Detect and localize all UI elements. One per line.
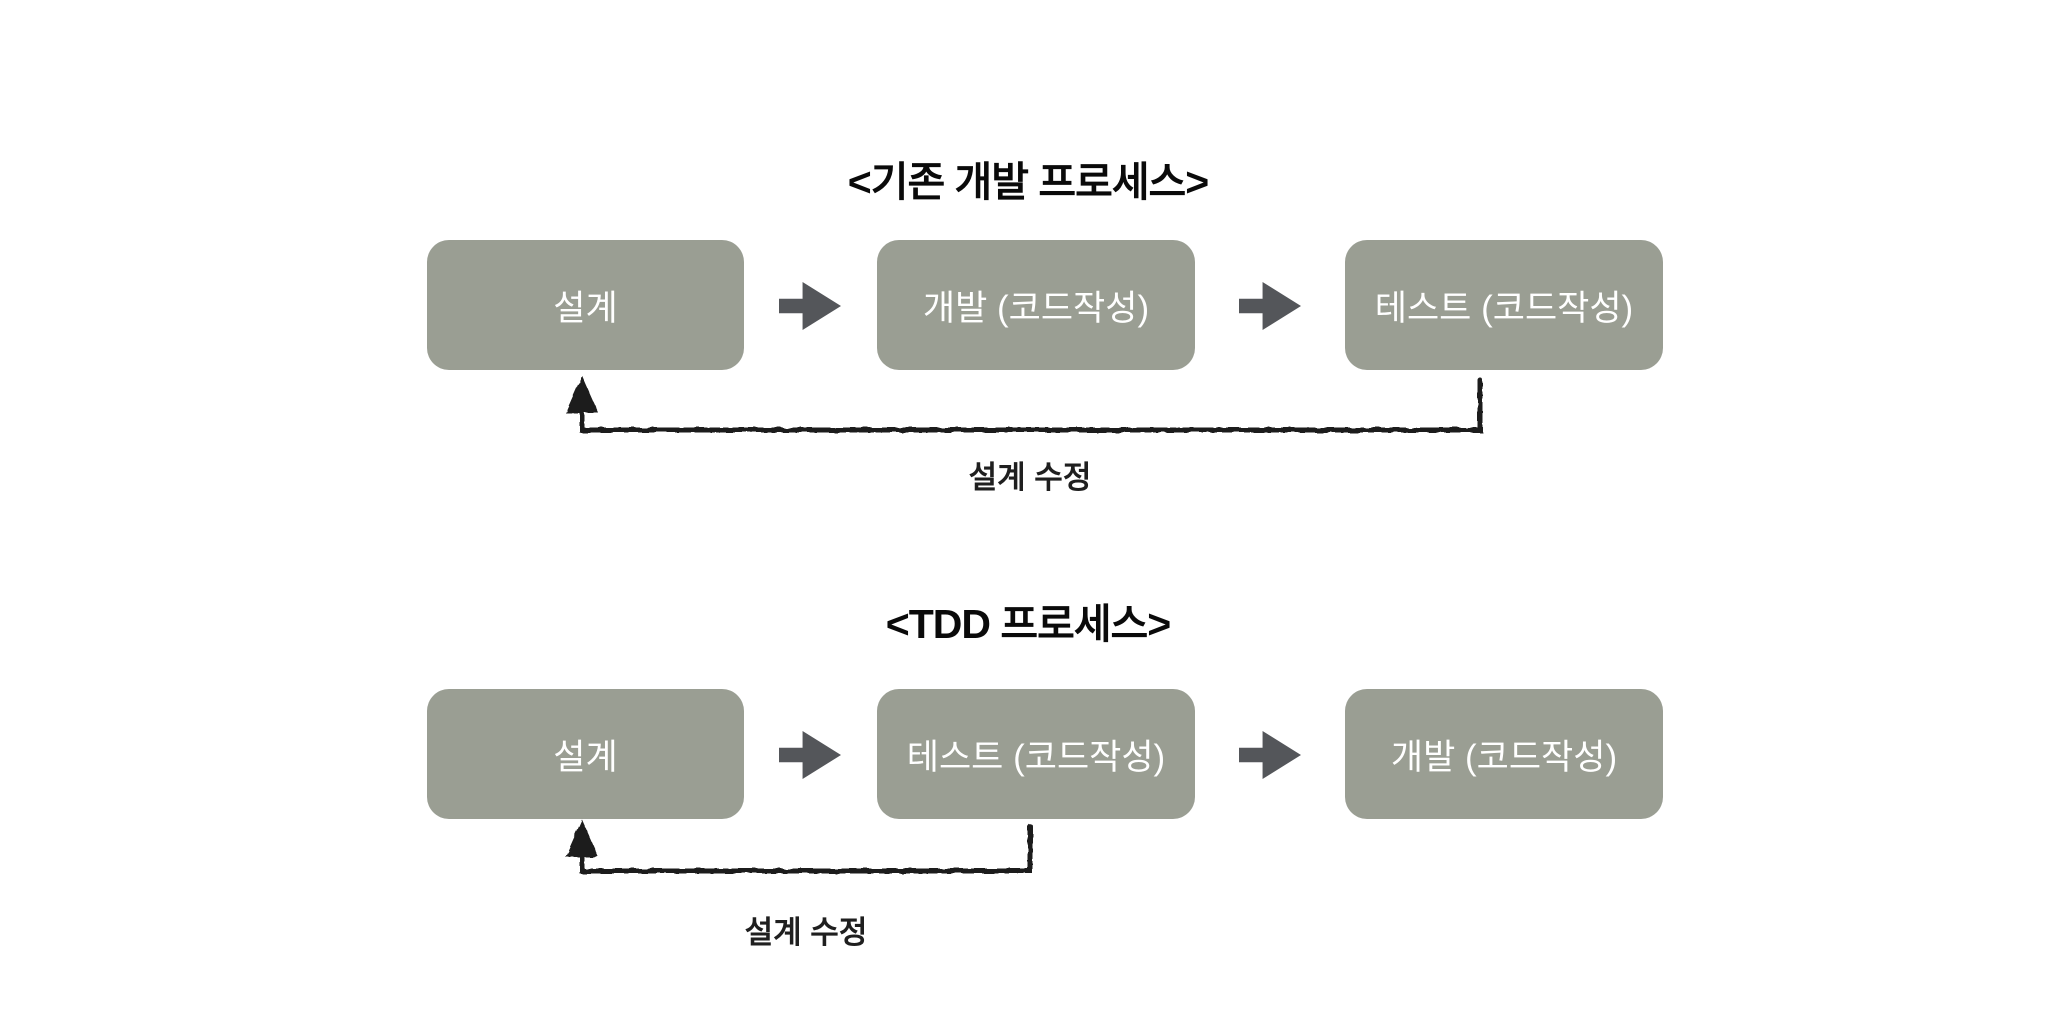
process-step-box-test: 테스트 (코드작성) — [1345, 240, 1663, 370]
diagram-title-tdd-process: <TDD 프로세스> — [885, 601, 1171, 647]
feedback-label-design-fix: 설계 수정 — [744, 915, 868, 950]
right-arrow-icon — [1239, 282, 1301, 330]
process-step-box-design: 설계 — [427, 240, 744, 370]
right-arrow-icon — [1239, 731, 1301, 779]
up-arrow-head-icon — [565, 375, 599, 413]
process-step-box-design: 설계 — [427, 689, 744, 819]
diagram-title-existing-process: <기존 개발 프로세스> — [847, 159, 1209, 205]
right-arrow-icon — [779, 282, 841, 330]
feedback-loop-arrow — [565, 375, 1483, 433]
right-arrow-icon — [779, 731, 841, 779]
process-step-box-develop: 개발 (코드작성) — [877, 240, 1195, 370]
process-step-box-test: 테스트 (코드작성) — [877, 689, 1195, 819]
up-arrow-head-icon — [565, 819, 599, 857]
process-step-box-develop: 개발 (코드작성) — [1345, 689, 1663, 819]
feedback-loop-arrow — [565, 819, 1033, 874]
feedback-label-design-fix: 설계 수정 — [968, 460, 1092, 495]
